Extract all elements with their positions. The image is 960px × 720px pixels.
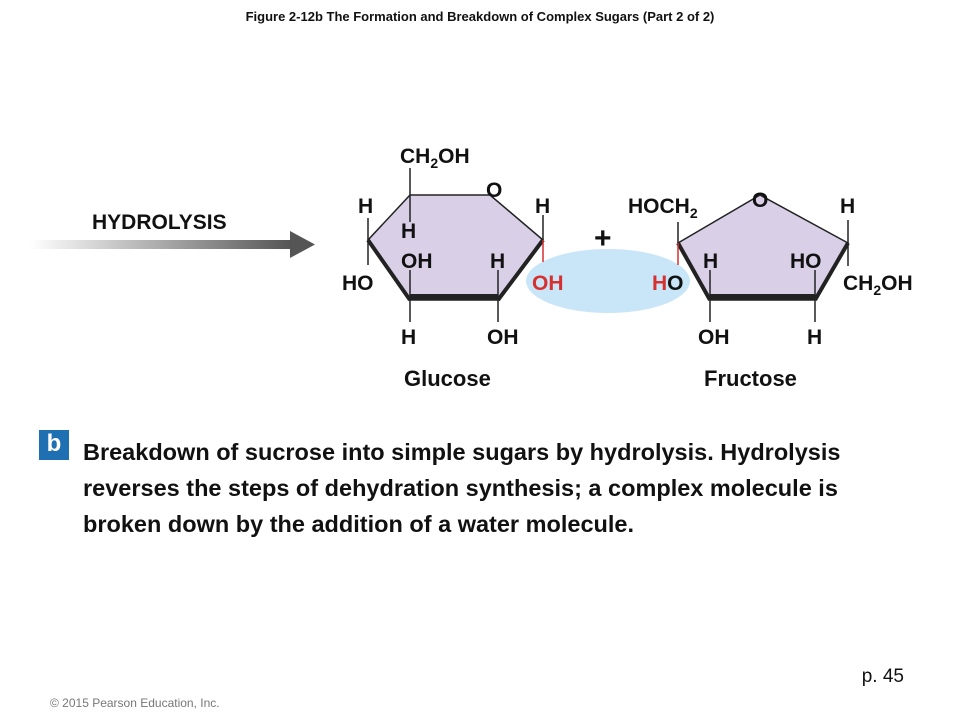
glucose-h-top-left: H — [358, 195, 373, 218]
glucose-name: Glucose — [404, 366, 491, 391]
hydrolysis-diagram: HYDROLYSIS CH2OH O H H H HO OH H OH H OH… — [30, 145, 913, 391]
glucose-ring — [366, 168, 545, 322]
fructose-name: Fructose — [704, 366, 797, 391]
fructose-ring — [676, 194, 850, 322]
glucose-h-inner-right: H — [490, 250, 505, 273]
glucose-oh-bottom-right: OH — [487, 326, 519, 349]
glucose-ch2oh: CH2OH — [400, 145, 470, 171]
plus-sign: + — [594, 222, 612, 255]
fructose-ring-oxygen: O — [752, 189, 768, 212]
fructose-h-inner: H — [703, 250, 718, 273]
fructose-ho-inner: HO — [790, 250, 822, 273]
glucose-oh-inner: OH — [401, 250, 433, 273]
fructose-oh-bottom-left: OH — [698, 326, 730, 349]
water-oval — [526, 249, 690, 313]
figure-title: Figure 2-12b The Formation and Breakdown… — [245, 9, 715, 24]
fructose-h-top-right: H — [840, 195, 855, 218]
page-reference: p. 45 — [861, 666, 904, 687]
figure-caption: Breakdown of sucrose into simple sugars … — [83, 439, 841, 537]
hydrolysis-label: HYDROLYSIS — [92, 211, 227, 234]
copyright-notice: © 2015 Pearson Education, Inc. — [50, 696, 220, 710]
glucose-h-bottom-left: H — [401, 326, 416, 349]
glucose-ho-left: HO — [342, 272, 374, 295]
fructose-ch2oh-right: CH2OH — [843, 272, 913, 298]
glucose-h-inner: H — [401, 220, 416, 243]
part-badge: b — [39, 430, 69, 460]
fructose-hoch2: HOCH2 — [628, 195, 698, 221]
hydrolysis-arrow — [30, 231, 315, 258]
glucose-ring-oxygen: O — [486, 179, 502, 202]
glucose-h-top-right: H — [535, 195, 550, 218]
fructose-ho-left: HO — [652, 272, 684, 295]
fructose-h-bottom-right: H — [807, 326, 822, 349]
glucose-oh-right: OH — [532, 272, 564, 295]
